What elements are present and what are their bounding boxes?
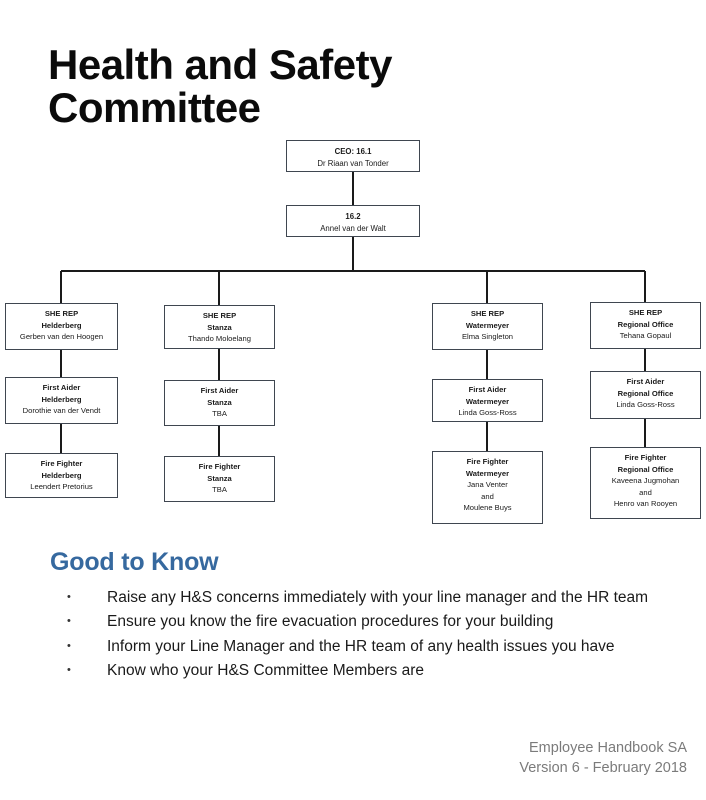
first-aider-helderberg-name: Dorothie van der Vendt: [22, 406, 101, 416]
first-aider-stanza-site: Stanza: [207, 397, 232, 407]
fire-fighter-regional-name1: Kaveena Jugmohan: [611, 476, 680, 486]
list-item: Raise any H&S concerns immediately with …: [50, 587, 670, 610]
org-node-first-aider-helderberg[interactable]: First Aider Helderberg Dorothie van der …: [5, 377, 118, 424]
org-node-first-aider-stanza[interactable]: First Aider Stanza TBA: [164, 380, 275, 426]
first-aider-regional-name: Linda Goss-Ross: [616, 400, 675, 410]
org-chart: CEO: 16.1 Dr Riaan van Tonder 16.2 Annel…: [5, 140, 701, 524]
page-title: Health and Safety Committee: [48, 41, 392, 131]
she-rep-helderberg-role: SHE REP: [44, 309, 79, 318]
fire-fighter-watermeyer-site: Watermeyer: [465, 468, 510, 478]
fire-fighter-helderberg-site: Helderberg: [41, 470, 82, 480]
fire-fighter-helderberg-name: Leendert Pretorius: [30, 482, 93, 492]
first-aider-watermeyer-site: Watermeyer: [465, 396, 510, 406]
first-aider-regional-site: Regional Office: [617, 388, 674, 398]
first-aider-watermeyer-name: Linda Goss-Ross: [458, 408, 517, 418]
org-node-fire-fighter-stanza[interactable]: Fire Fighter Stanza TBA: [164, 456, 275, 502]
fire-fighter-regional-site: Regional Office: [617, 464, 674, 474]
org-node-deputy-line1: 16.2: [345, 212, 361, 221]
org-node-fire-fighter-watermeyer[interactable]: Fire Fighter Watermeyer Jana Venter and …: [432, 451, 543, 524]
she-rep-regional-site: Regional Office: [617, 319, 674, 329]
good-to-know-section: Good to Know Raise any H&S concerns imme…: [50, 548, 670, 685]
list-item: Know who your H&S Committee Members are: [50, 660, 670, 683]
org-node-ceo[interactable]: CEO: 16.1 Dr Riaan van Tonder: [286, 140, 420, 172]
she-rep-stanza-name: Thando Moloelang: [188, 334, 251, 344]
org-node-deputy[interactable]: 16.2 Annel van der Walt: [286, 205, 420, 237]
fire-fighter-stanza-name: TBA: [212, 485, 227, 495]
fire-fighter-regional-role: Fire Fighter: [624, 453, 667, 462]
she-rep-watermeyer-role: SHE REP: [470, 309, 505, 318]
fire-fighter-helderberg-role: Fire Fighter: [40, 459, 83, 468]
footer: Employee Handbook SA Version 6 - Februar…: [519, 739, 687, 778]
fire-fighter-stanza-role: Fire Fighter: [198, 462, 241, 471]
org-node-first-aider-regional[interactable]: First Aider Regional Office Linda Goss-R…: [590, 371, 701, 419]
she-rep-regional-name: Tehana Gopaul: [619, 331, 672, 341]
she-rep-watermeyer-name: Elma Singleton: [461, 332, 514, 342]
org-node-ceo-line1: CEO: 16.1: [334, 147, 372, 156]
first-aider-regional-role: First Aider: [626, 377, 665, 386]
footer-version: Version 6 - February 2018: [519, 759, 687, 776]
she-rep-watermeyer-site: Watermeyer: [465, 320, 510, 330]
org-node-fire-fighter-regional[interactable]: Fire Fighter Regional Office Kaveena Jug…: [590, 447, 701, 519]
she-rep-helderberg-site: Helderberg: [41, 320, 82, 330]
fire-fighter-watermeyer-name1: Jana Venter: [467, 480, 508, 490]
she-rep-stanza-site: Stanza: [207, 322, 232, 332]
good-to-know-list: Raise any H&S concerns immediately with …: [50, 587, 670, 684]
she-rep-regional-role: SHE REP: [628, 308, 663, 317]
fire-fighter-watermeyer-conjunction: and: [481, 491, 494, 501]
org-node-she-rep-regional[interactable]: SHE REP Regional Office Tehana Gopaul: [590, 302, 701, 349]
org-node-deputy-line2: Annel van der Walt: [320, 223, 386, 233]
fire-fighter-regional-name2: Henro van Rooyen: [613, 499, 678, 509]
list-item: Inform your Line Manager and the HR team…: [50, 636, 670, 659]
org-node-first-aider-watermeyer[interactable]: First Aider Watermeyer Linda Goss-Ross: [432, 379, 543, 422]
org-node-she-rep-helderberg[interactable]: SHE REP Helderberg Gerben van den Hoogen: [5, 303, 118, 350]
first-aider-stanza-name: TBA: [212, 409, 227, 419]
first-aider-helderberg-site: Helderberg: [41, 394, 82, 404]
footer-document-name: Employee Handbook SA: [529, 740, 687, 757]
first-aider-watermeyer-role: First Aider: [468, 385, 507, 394]
fire-fighter-stanza-site: Stanza: [207, 473, 232, 483]
list-item: Ensure you know the fire evacuation proc…: [50, 611, 670, 634]
fire-fighter-watermeyer-role: Fire Fighter: [466, 457, 509, 466]
she-rep-stanza-role: SHE REP: [202, 311, 237, 320]
first-aider-stanza-role: First Aider: [200, 386, 239, 395]
org-node-fire-fighter-helderberg[interactable]: Fire Fighter Helderberg Leendert Pretori…: [5, 453, 118, 498]
org-node-she-rep-stanza[interactable]: SHE REP Stanza Thando Moloelang: [164, 305, 275, 349]
org-node-ceo-line2: Dr Riaan van Tonder: [317, 158, 389, 168]
fire-fighter-regional-conjunction: and: [639, 487, 652, 497]
good-to-know-heading: Good to Know: [50, 548, 219, 576]
she-rep-helderberg-name: Gerben van den Hoogen: [19, 332, 104, 342]
org-node-she-rep-watermeyer[interactable]: SHE REP Watermeyer Elma Singleton: [432, 303, 543, 350]
fire-fighter-watermeyer-name2: Moulene Buys: [463, 503, 512, 513]
first-aider-helderberg-role: First Aider: [42, 383, 81, 392]
